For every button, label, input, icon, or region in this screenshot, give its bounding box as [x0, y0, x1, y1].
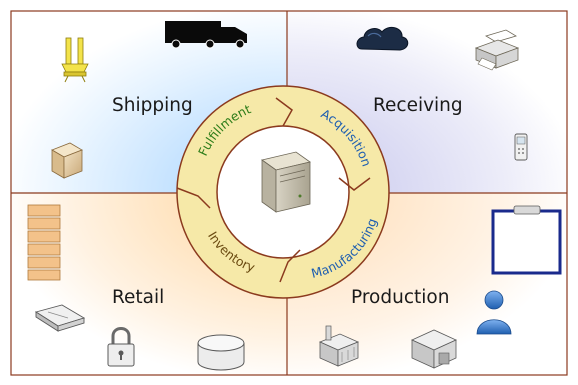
mobile-phone-icon	[514, 133, 528, 161]
production-label: Production	[351, 287, 449, 308]
cycle-arrow-left	[176, 187, 211, 209]
cycle-arrow-right	[338, 177, 371, 191]
pallet-stack-icon	[27, 204, 61, 281]
cycle-arrow-top	[275, 97, 293, 127]
truck-icon	[165, 21, 247, 49]
printer-icon	[474, 29, 520, 71]
forklift-icon	[61, 37, 89, 83]
retail-label: Retail	[112, 287, 164, 308]
shipping-label: Shipping	[112, 95, 193, 116]
box-icon	[51, 142, 83, 179]
warehouse-icon	[411, 329, 457, 369]
padlock-icon	[107, 327, 135, 367]
clipboard-icon	[491, 205, 562, 275]
scanner-icon	[34, 304, 86, 332]
factory-icon	[318, 325, 360, 367]
database-icon	[197, 334, 245, 371]
cloud-icon	[356, 26, 409, 51]
cycle-arrow-bottom	[279, 249, 301, 283]
receiving-label: Receiving	[373, 95, 463, 116]
user-icon	[476, 290, 512, 335]
server-icon	[261, 151, 311, 213]
